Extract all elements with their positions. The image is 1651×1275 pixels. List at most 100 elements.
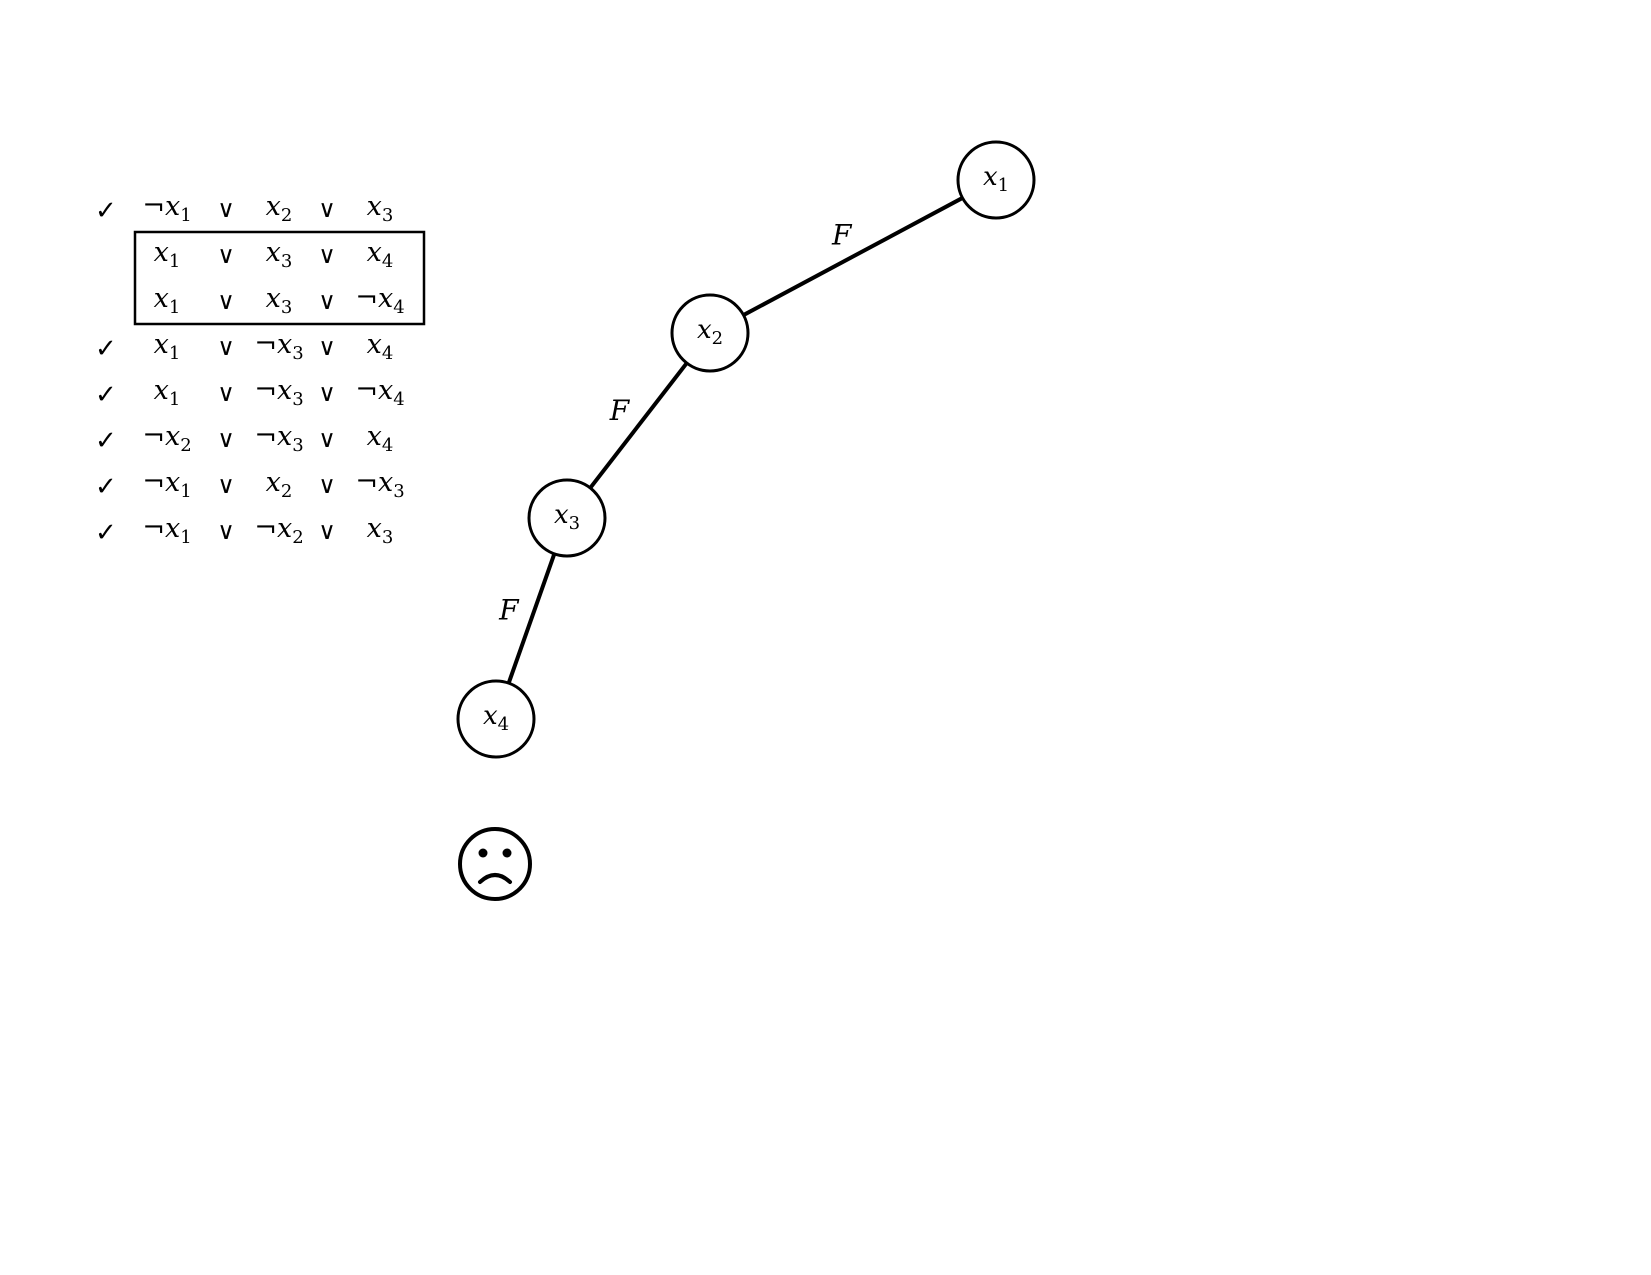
negation-symbol: ¬ bbox=[355, 375, 378, 406]
tree-edge bbox=[588, 361, 689, 490]
clause-literal: x1 bbox=[154, 329, 181, 364]
or-symbol: ∨ bbox=[217, 471, 235, 499]
clause-literal: ¬x1 bbox=[142, 467, 191, 502]
variable-name: x bbox=[266, 237, 281, 268]
tree-node: x3 bbox=[527, 478, 607, 558]
variable-index: 2 bbox=[281, 481, 292, 502]
or-symbol: ∨ bbox=[217, 379, 235, 407]
tree-node: x2 bbox=[670, 293, 750, 373]
variable-name: x bbox=[154, 283, 169, 314]
clause-literal: x4 bbox=[367, 237, 394, 272]
clause-literal: x4 bbox=[367, 329, 394, 364]
clause-row: ✓x1¬x3¬x4∨∨ bbox=[95, 375, 405, 410]
variable-name: x bbox=[378, 467, 393, 498]
clause-literal: ¬x3 bbox=[254, 421, 303, 456]
tree-node: x4 bbox=[456, 679, 536, 759]
negation-symbol: ¬ bbox=[142, 513, 165, 544]
variable-name: x bbox=[277, 513, 292, 544]
variable-index: 4 bbox=[393, 389, 404, 410]
variable-name: x bbox=[697, 315, 712, 345]
clause-literal: x3 bbox=[367, 191, 394, 226]
variable-name: x bbox=[483, 701, 498, 731]
clause-literal: x3 bbox=[266, 237, 293, 272]
conflict-clauses-box bbox=[133, 230, 426, 326]
or-symbol: ∨ bbox=[217, 425, 235, 453]
variable-index: 2 bbox=[180, 435, 191, 456]
variable-index: 1 bbox=[169, 251, 180, 272]
negation-symbol: ¬ bbox=[355, 283, 378, 314]
node-circle bbox=[956, 140, 1036, 220]
clause-literal: ¬x3 bbox=[254, 329, 303, 364]
or-symbol: ∨ bbox=[318, 333, 336, 361]
variable-index: 1 bbox=[169, 343, 180, 364]
variable-name: x bbox=[266, 191, 281, 222]
variable-name: x bbox=[154, 375, 169, 406]
checkmark-icon: ✓ bbox=[95, 426, 117, 456]
variable-index: 3 bbox=[292, 389, 303, 410]
tree-edge bbox=[742, 196, 964, 317]
or-symbol: ∨ bbox=[318, 379, 336, 407]
variable-index: 3 bbox=[569, 513, 580, 534]
clause-literal: ¬x1 bbox=[142, 513, 191, 548]
variable-name: x bbox=[266, 283, 281, 314]
checkmark-icon: ✓ bbox=[95, 334, 117, 364]
clause-literal: x1 bbox=[154, 283, 181, 318]
variable-index: 3 bbox=[281, 251, 292, 272]
node-label: x1 bbox=[983, 162, 1009, 196]
edge-label: F bbox=[498, 594, 520, 627]
variable-index: 1 bbox=[169, 297, 180, 318]
clause-literal: x1 bbox=[154, 237, 181, 272]
clause-literal: ¬x3 bbox=[254, 375, 303, 410]
edge-label: F bbox=[609, 394, 631, 427]
node-label: x3 bbox=[554, 500, 580, 534]
negation-symbol: ¬ bbox=[355, 467, 378, 498]
or-symbol: ∨ bbox=[217, 241, 235, 269]
or-symbol: ∨ bbox=[318, 241, 336, 269]
negation-symbol: ¬ bbox=[254, 513, 277, 544]
edge-label: F bbox=[831, 218, 853, 251]
variable-index: 1 bbox=[180, 527, 191, 548]
or-symbol: ∨ bbox=[217, 333, 235, 361]
node-circle bbox=[527, 478, 607, 558]
clause-literal: x4 bbox=[367, 421, 394, 456]
or-symbol: ∨ bbox=[318, 471, 336, 499]
variable-name: x bbox=[277, 329, 292, 360]
variable-name: x bbox=[367, 237, 382, 268]
negation-symbol: ¬ bbox=[254, 375, 277, 406]
variable-name: x bbox=[266, 467, 281, 498]
variable-index: 4 bbox=[498, 714, 509, 735]
variable-name: x bbox=[277, 421, 292, 452]
node-label: x2 bbox=[697, 315, 723, 349]
clause-literal: x3 bbox=[367, 513, 394, 548]
tree-node: x1 bbox=[956, 140, 1036, 220]
clause-literal: ¬x4 bbox=[355, 283, 404, 318]
variable-name: x bbox=[367, 513, 382, 544]
variable-index: 1 bbox=[169, 389, 180, 410]
clause-literal: ¬x4 bbox=[355, 375, 404, 410]
variable-name: x bbox=[165, 513, 180, 544]
clause-literal: x2 bbox=[266, 191, 293, 226]
variable-index: 3 bbox=[281, 297, 292, 318]
negation-symbol: ¬ bbox=[254, 421, 277, 452]
variable-index: 1 bbox=[180, 205, 191, 226]
or-symbol: ∨ bbox=[318, 517, 336, 545]
variable-index: 1 bbox=[180, 481, 191, 502]
checkmark-icon: ✓ bbox=[95, 196, 117, 226]
variable-name: x bbox=[277, 375, 292, 406]
clause-literal: x3 bbox=[266, 283, 293, 318]
or-symbol: ∨ bbox=[217, 517, 235, 545]
negation-symbol: ¬ bbox=[254, 329, 277, 360]
node-circle bbox=[456, 679, 536, 759]
variable-index: 3 bbox=[393, 481, 404, 502]
tree-edge bbox=[506, 553, 557, 684]
